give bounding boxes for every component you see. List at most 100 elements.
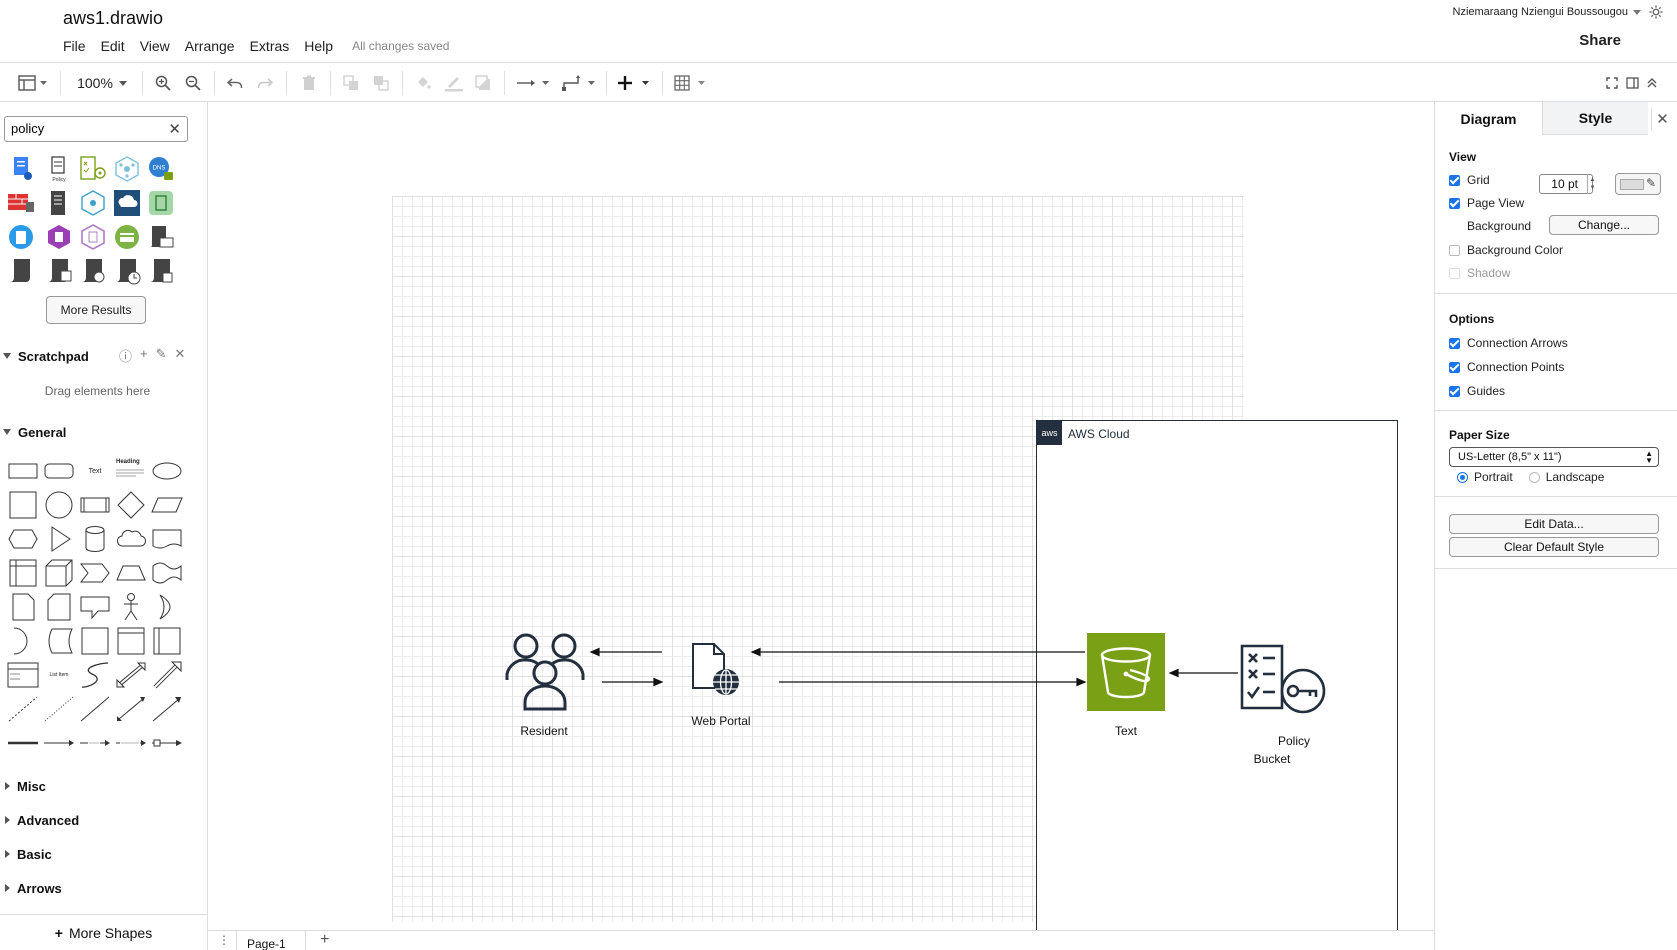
close-icon[interactable]: ✕: [174, 346, 186, 361]
shape-swimlane[interactable]: [114, 626, 148, 656]
result-policy-icon[interactable]: Policy: [44, 154, 74, 184]
edit-data-button[interactable]: Edit Data...: [1449, 514, 1659, 534]
menu-help[interactable]: Help: [304, 38, 334, 54]
shape-data-storage[interactable]: [42, 626, 76, 656]
shape-curve[interactable]: [78, 660, 112, 690]
shape-tape[interactable]: [150, 558, 184, 588]
menu-edit[interactable]: Edit: [100, 38, 125, 54]
shape-search-input[interactable]: [11, 121, 161, 136]
background-color-checkbox[interactable]: [1449, 244, 1460, 256]
paper-size-select[interactable]: US-Letter (8,5" x 11") ▲▼: [1449, 447, 1659, 467]
shape-ellipse[interactable]: [150, 456, 184, 486]
result-hexagon-network-icon[interactable]: [112, 154, 142, 184]
shape-square[interactable]: [6, 490, 40, 520]
shape-list-item[interactable]: List Item: [49, 672, 69, 678]
close-icon[interactable]: ✕: [1651, 108, 1673, 130]
result-scroll-lock-icon[interactable]: [146, 256, 176, 286]
result-hex-cluster-icon[interactable]: [78, 188, 108, 218]
basic-header[interactable]: Basic: [0, 844, 52, 864]
shape-dotted-line[interactable]: [42, 694, 76, 724]
policy-checklist-key-icon[interactable]: [1240, 644, 1328, 714]
shape-half-circle[interactable]: [6, 626, 40, 656]
shape-cylinder[interactable]: [78, 524, 112, 554]
resident-users-icon[interactable]: [504, 630, 586, 712]
shape-rectangle[interactable]: [6, 456, 40, 486]
shape-internal-storage[interactable]: [6, 558, 40, 588]
shape-link[interactable]: [6, 728, 40, 758]
arrows-header[interactable]: Arrows: [0, 878, 62, 898]
portrait-radio[interactable]: [1457, 471, 1468, 483]
shape-list[interactable]: [6, 660, 40, 690]
background-color-option[interactable]: Background Color: [1449, 243, 1563, 257]
share-button[interactable]: Share: [1579, 32, 1621, 49]
to-front-button[interactable]: [342, 73, 360, 93]
more-results-button[interactable]: More Results: [46, 296, 146, 324]
result-lilac-hex-icon[interactable]: [78, 222, 108, 252]
waypoints-button[interactable]: [562, 73, 596, 93]
edit-icon[interactable]: ✎: [155, 346, 167, 361]
grid-checkbox[interactable]: [1449, 174, 1460, 186]
grid-color-button[interactable]: ✎: [1615, 173, 1661, 195]
document-title[interactable]: aws1.drawio: [63, 8, 164, 28]
grid-size-input[interactable]: 10 pt: [1539, 174, 1593, 194]
grid-size-stepper[interactable]: ▲▼: [1587, 174, 1597, 194]
page-view-option[interactable]: Page View: [1449, 196, 1524, 210]
scratchpad-header[interactable]: Scratchpad: [0, 346, 89, 366]
shape-step[interactable]: [78, 558, 112, 588]
shape-line[interactable]: [78, 694, 112, 724]
shape-actor[interactable]: [114, 592, 148, 622]
shape-document[interactable]: [150, 524, 184, 554]
shadow-option[interactable]: Shadow: [1449, 266, 1510, 280]
shape-container[interactable]: [78, 626, 112, 656]
tab-diagram[interactable]: Diagram: [1435, 102, 1542, 135]
shape-trapezoid[interactable]: [114, 558, 148, 588]
result-scroll-gear-icon[interactable]: [78, 256, 108, 286]
shape-dashed-line[interactable]: [6, 694, 40, 724]
shape-search[interactable]: ✕: [4, 116, 188, 142]
format-panel-toggle[interactable]: [16, 73, 50, 93]
shadow-checkbox[interactable]: [1449, 267, 1460, 279]
result-clipboard-blue-icon[interactable]: [6, 222, 36, 252]
shape-cube[interactable]: [42, 558, 76, 588]
user-menu[interactable]: Nziemaraang Nziengui Boussougou: [1453, 6, 1641, 18]
add-icon[interactable]: +: [140, 346, 148, 361]
shadow-button[interactable]: [474, 73, 492, 93]
diagram-canvas[interactable]: aws AWS Cloud: [208, 102, 1434, 930]
more-shapes-button[interactable]: + More Shapes: [0, 914, 207, 950]
delete-button[interactable]: [300, 73, 318, 93]
diagram-page[interactable]: aws AWS Cloud: [392, 196, 1398, 930]
shape-association[interactable]: [150, 728, 184, 758]
shape-labeled-connector-2[interactable]: [114, 728, 148, 758]
shape-parallelogram[interactable]: [150, 490, 184, 520]
result-green-document-icon[interactable]: [146, 188, 176, 218]
shape-diamond[interactable]: [114, 490, 148, 520]
tab-style[interactable]: Style: [1542, 102, 1648, 135]
help-icon[interactable]: ⓘ: [119, 349, 133, 364]
guides-checkbox[interactable]: [1449, 385, 1460, 397]
grid-option[interactable]: Grid: [1449, 173, 1490, 187]
shape-process[interactable]: [78, 490, 112, 520]
zoom-out-button[interactable]: [184, 73, 202, 93]
connection-style-button[interactable]: [516, 73, 550, 93]
s3-bucket-node[interactable]: [1087, 633, 1165, 711]
connection-points-option[interactable]: Connection Points: [1449, 360, 1564, 374]
page-view-checkbox[interactable]: [1449, 197, 1460, 209]
result-scroll-clock-icon[interactable]: [112, 256, 142, 286]
result-dns-lock-icon[interactable]: DNS: [146, 154, 176, 184]
shape-or[interactable]: [150, 592, 184, 622]
undo-button[interactable]: [226, 73, 244, 93]
connection-arrows-checkbox[interactable]: [1449, 337, 1460, 349]
menu-file[interactable]: File: [63, 38, 86, 54]
result-purple-hex-icon[interactable]: [44, 222, 74, 252]
shape-cloud[interactable]: [114, 524, 148, 554]
advanced-header[interactable]: Advanced: [0, 810, 79, 830]
shape-card[interactable]: [42, 592, 76, 622]
shape-directional-connector[interactable]: [150, 694, 184, 724]
shape-vertical-swimlane[interactable]: [150, 626, 184, 656]
shape-text[interactable]: Text: [88, 467, 102, 475]
result-scroll-list-icon[interactable]: [146, 222, 176, 252]
result-checklist-key-icon[interactable]: [78, 154, 108, 184]
connection-arrows-option[interactable]: Connection Arrows: [1449, 336, 1568, 350]
shape-heading[interactable]: Heading: [114, 456, 148, 486]
line-color-button[interactable]: [444, 73, 464, 93]
